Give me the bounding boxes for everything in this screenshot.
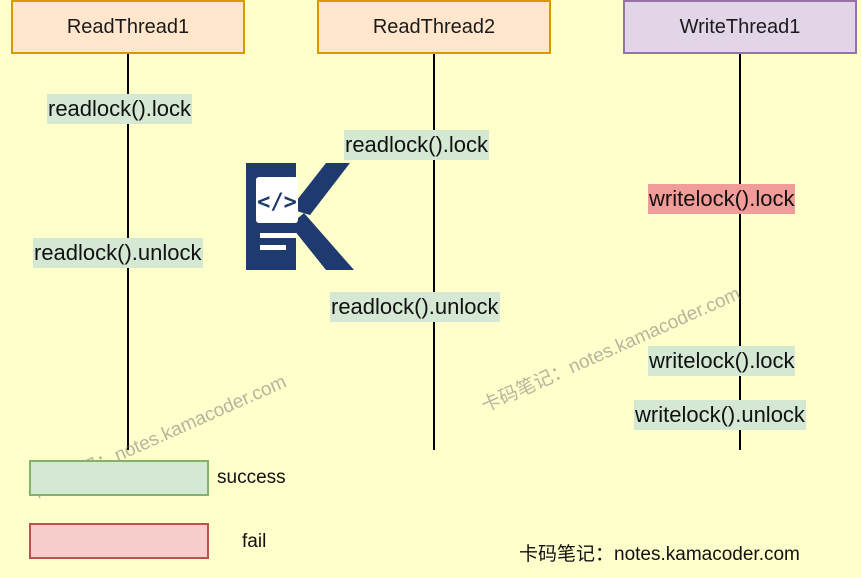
op-readlock-lock-t1: readlock().lock <box>47 94 193 124</box>
legend-fail-swatch <box>29 523 209 559</box>
svg-text:</>: </> <box>257 190 297 215</box>
op-writelock-unlock: writelock().unlock <box>634 400 806 430</box>
thread-header-writethread1: WriteThread1 <box>623 0 857 54</box>
legend-success-swatch <box>29 460 209 496</box>
thread-label: ReadThread1 <box>66 15 190 38</box>
thread-label: WriteThread1 <box>679 15 801 38</box>
thread-header-readthread1: ReadThread1 <box>11 0 245 54</box>
lifeline-readthread2 <box>433 54 435 450</box>
op-writelock-lock-fail: writelock().lock <box>648 184 796 214</box>
op-writelock-lock-success: writelock().lock <box>648 346 796 376</box>
kamacoder-logo-icon: </> <box>246 163 354 270</box>
op-readlock-unlock-t2: readlock().unlock <box>330 292 500 322</box>
thread-label: ReadThread2 <box>372 15 496 38</box>
op-readlock-lock-t2: readlock().lock <box>344 130 490 160</box>
lifeline-writethread1 <box>739 54 741 450</box>
op-readlock-unlock-t1: readlock().unlock <box>33 238 203 268</box>
footer-credit: 卡码笔记：notes.kamacoder.com <box>519 544 800 565</box>
thread-header-readthread2: ReadThread2 <box>317 0 551 54</box>
legend-success-label: success <box>217 467 286 488</box>
legend-fail-label: fail <box>242 531 267 552</box>
